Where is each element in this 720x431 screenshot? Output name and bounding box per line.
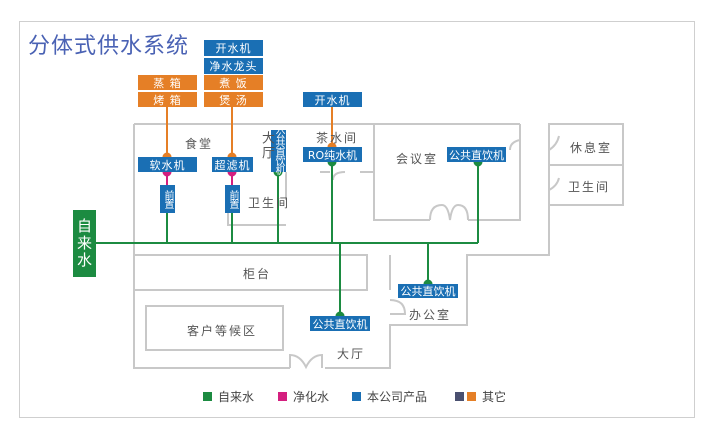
room-canteen: 食堂 [185, 137, 214, 151]
page-title: 分体式供水系统 [28, 34, 190, 59]
legend-purified: 净化水 [278, 388, 329, 405]
legend-label: 自来水 [218, 390, 255, 404]
device-kaishuiji: 开水机 [204, 40, 263, 56]
walls [133, 123, 624, 370]
tap-water-source: 自来水 [73, 210, 96, 277]
legend-company-product: 本公司产品 [352, 388, 427, 405]
device-qianzhi-2: 前置 [225, 185, 240, 213]
legend-swatch [278, 392, 287, 401]
room-restroom-1: 卫生间 [248, 196, 291, 210]
room-hall-bottom: 大厅 [337, 347, 366, 361]
device-kaoxiang: 烤 箱 [138, 92, 197, 107]
legend-other: 其它 [455, 388, 506, 405]
device-jingshui-longtou: 净水龙头 [204, 58, 263, 74]
room-waiting: 客户等候区 [187, 324, 258, 338]
legend-swatch [352, 392, 361, 401]
legend-label: 本公司产品 [367, 390, 428, 404]
device-zhufan: 煮 饭 [204, 75, 263, 90]
legend-swatch [455, 392, 464, 401]
device-gonggong-vertical: 公共直饮机 [271, 128, 286, 174]
room-tea: 茶水间 [316, 131, 359, 145]
room-restroom-2: 卫生间 [568, 180, 611, 194]
room-counter: 柜台 [243, 267, 272, 281]
device-baotang: 煲 汤 [204, 92, 263, 107]
device-gonggong-hall: 公共直饮机 [310, 316, 370, 331]
room-lounge: 休息室 [570, 141, 613, 155]
device-gonggong-meeting: 公共直饮机 [447, 147, 506, 162]
device-ro: RO纯水机 [303, 147, 362, 162]
room-hall-top: 大厅 [259, 131, 274, 161]
legend-label: 其它 [482, 390, 507, 404]
device-gonggong-office: 公共直饮机 [398, 284, 458, 298]
device-ruanshuiji: 软水机 [138, 157, 197, 172]
frame [19, 21, 695, 418]
legend-swatch [467, 392, 476, 401]
legend-tap-water: 自来水 [203, 388, 254, 405]
room-office: 办公室 [409, 308, 452, 322]
device-qianzhi-1: 前置 [160, 185, 175, 213]
device-chaolvji: 超滤机 [212, 157, 253, 172]
room-meeting: 会议室 [396, 152, 439, 166]
device-zhengxiang: 蒸 箱 [138, 75, 197, 90]
device-kaishuiji-tea: 开水机 [303, 92, 362, 107]
legend-label: 净化水 [293, 390, 330, 404]
legend-swatch [203, 392, 212, 401]
